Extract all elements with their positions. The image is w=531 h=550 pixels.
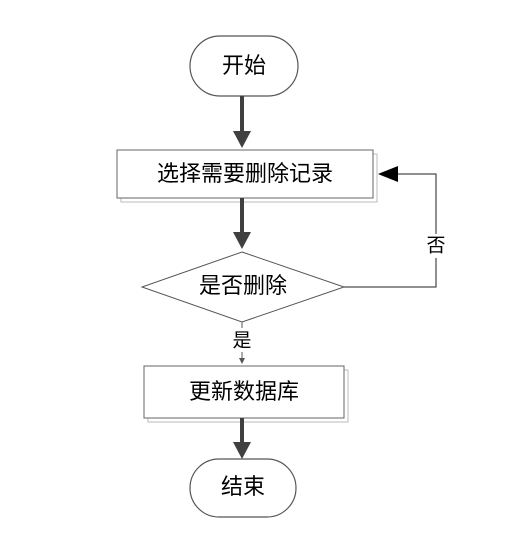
start-node-label: 开始 <box>222 54 266 79</box>
select-record-label: 选择需要删除记录 <box>157 162 333 187</box>
edge-start-to-select <box>233 96 251 148</box>
edge-yes-label: 是 <box>232 330 251 352</box>
update-database-node: 更新数据库 <box>143 365 349 423</box>
edge-decide-no-to-select: 否 <box>344 166 448 288</box>
select-record-node: 选择需要删除记录 <box>116 149 378 203</box>
edge-update-to-end <box>233 418 251 459</box>
start-node: 开始 <box>189 35 299 97</box>
edge-select-to-decide <box>233 198 251 249</box>
edge-no-label: 否 <box>426 235 445 257</box>
decision-node: 是否删除 <box>140 251 346 323</box>
edge-decide-yes-to-update: 是 <box>232 322 252 364</box>
update-database-label: 更新数据库 <box>189 380 299 405</box>
decision-label: 是否删除 <box>199 274 287 299</box>
end-node: 结束 <box>189 458 297 518</box>
end-node-label: 结束 <box>221 475 265 500</box>
